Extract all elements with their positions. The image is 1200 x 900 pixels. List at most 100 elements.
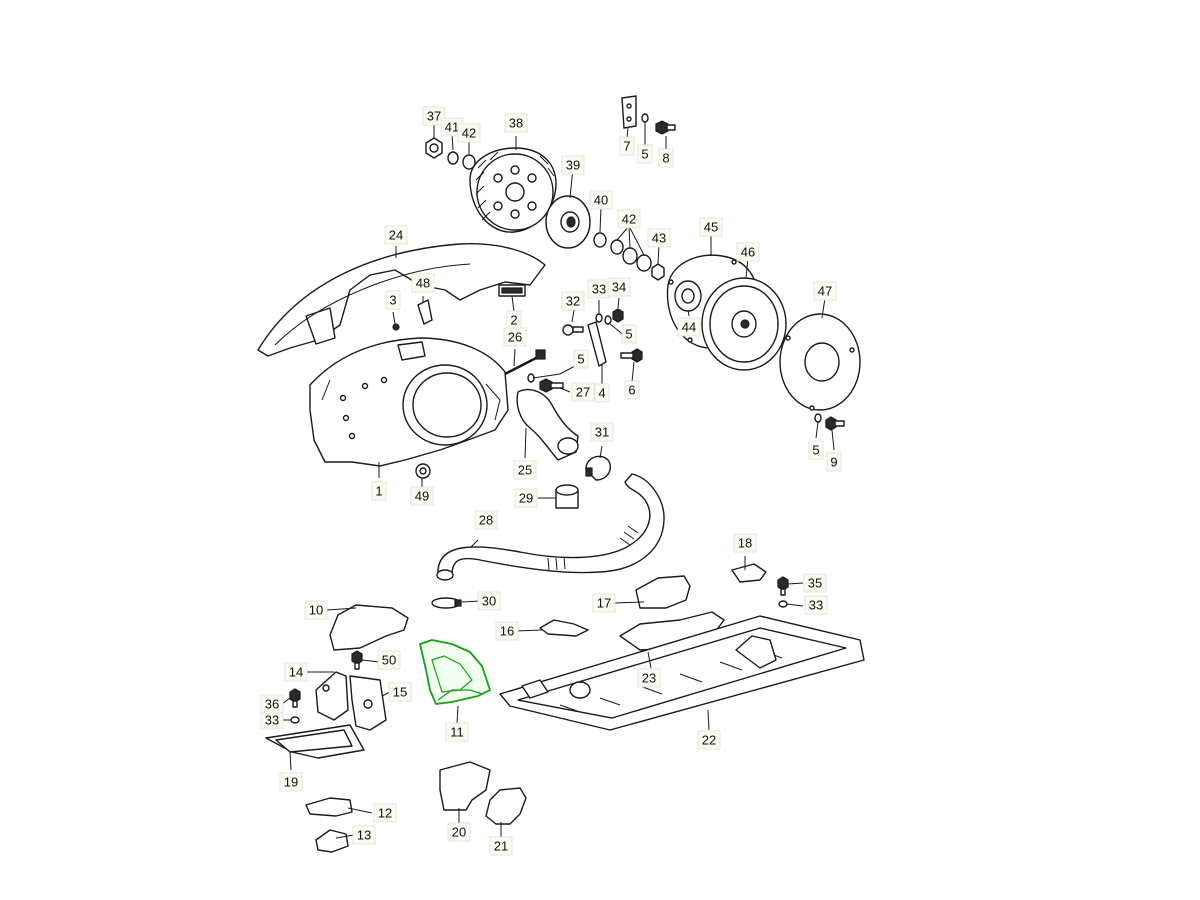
callout-22[interactable]: 22 xyxy=(697,730,721,750)
callout-box xyxy=(637,144,653,164)
callout-42[interactable]: 42 xyxy=(617,209,641,229)
callout-6[interactable]: 6 xyxy=(624,380,640,400)
callout-box xyxy=(457,123,481,143)
callout-18[interactable]: 18 xyxy=(733,533,757,553)
callout-2[interactable]: 2 xyxy=(506,310,522,330)
callout-29[interactable]: 29 xyxy=(514,488,538,508)
callout-11[interactable]: 11 xyxy=(445,722,469,742)
callout-33[interactable]: 33 xyxy=(804,595,828,615)
callout-31[interactable]: 31 xyxy=(590,422,614,442)
callout-50[interactable]: 50 xyxy=(377,650,401,670)
callout-box xyxy=(447,822,471,842)
part-3-screw-icon xyxy=(392,323,400,331)
callout-47[interactable]: 47 xyxy=(813,281,837,301)
callout-number: 5 xyxy=(641,147,648,162)
part-18-bracket-icon xyxy=(731,563,767,583)
callout-number: 4 xyxy=(598,386,605,401)
callout-5[interactable]: 5 xyxy=(621,324,637,344)
callout-36[interactable]: 36 xyxy=(260,694,284,714)
part-11-highlighted-icon[interactable] xyxy=(419,639,491,705)
callout-number: 5 xyxy=(812,443,819,458)
callout-box xyxy=(504,113,528,133)
callout-44[interactable]: 44 xyxy=(677,317,701,337)
part-38-fan-icon xyxy=(469,147,557,233)
callout-labels: 1234555567891011121314151617181920212223… xyxy=(260,106,842,856)
callout-40[interactable]: 40 xyxy=(589,190,613,210)
callout-33[interactable]: 33 xyxy=(260,710,284,730)
callout-5[interactable]: 5 xyxy=(573,349,589,369)
callout-15[interactable]: 15 xyxy=(388,682,412,702)
callout-7[interactable]: 7 xyxy=(619,136,635,156)
callout-number: 30 xyxy=(482,594,496,609)
callout-48[interactable]: 48 xyxy=(411,273,435,293)
callout-30[interactable]: 30 xyxy=(477,591,501,611)
callout-45[interactable]: 45 xyxy=(699,217,723,237)
callout-1[interactable]: 1 xyxy=(371,481,387,501)
callout-13[interactable]: 13 xyxy=(352,825,376,845)
callout-46[interactable]: 46 xyxy=(736,242,760,262)
callout-5[interactable]: 5 xyxy=(808,440,824,460)
callout-24[interactable]: 24 xyxy=(384,225,408,245)
part-5-washer-d-icon xyxy=(814,413,822,423)
callout-box xyxy=(384,225,408,245)
callout-box xyxy=(677,317,701,337)
part-17-bracket-icon xyxy=(635,575,691,609)
callout-8[interactable]: 8 xyxy=(658,148,674,168)
callout-10[interactable]: 10 xyxy=(304,600,328,620)
callout-19[interactable]: 19 xyxy=(279,772,303,792)
callout-number: 39 xyxy=(566,158,580,173)
callout-20[interactable]: 20 xyxy=(447,822,471,842)
part-28-hose-icon xyxy=(436,473,665,581)
callout-39[interactable]: 39 xyxy=(561,155,585,175)
callout-33[interactable]: 33 xyxy=(587,279,611,299)
callout-35[interactable]: 35 xyxy=(803,573,827,593)
callout-26[interactable]: 26 xyxy=(503,327,527,347)
part-50-bolt-icon xyxy=(351,650,363,670)
callout-9[interactable]: 9 xyxy=(826,452,842,472)
callout-number: 22 xyxy=(702,733,716,748)
callout-number: 46 xyxy=(741,245,755,260)
callout-number: 38 xyxy=(509,116,523,131)
callout-23[interactable]: 23 xyxy=(637,668,661,688)
callout-5[interactable]: 5 xyxy=(637,144,653,164)
callout-25[interactable]: 25 xyxy=(513,460,537,480)
part-13-shim-icon xyxy=(315,829,349,853)
callout-box xyxy=(647,228,671,248)
callout-box xyxy=(503,327,527,347)
callout-38[interactable]: 38 xyxy=(504,113,528,133)
callout-43[interactable]: 43 xyxy=(647,228,671,248)
part-33-washer-b-icon xyxy=(290,716,300,724)
callout-17[interactable]: 17 xyxy=(592,593,616,613)
callout-14[interactable]: 14 xyxy=(284,662,308,682)
callout-number: 34 xyxy=(612,280,626,295)
callout-number: 18 xyxy=(738,536,752,551)
callout-32[interactable]: 32 xyxy=(561,291,585,311)
callout-27[interactable]: 27 xyxy=(571,382,595,402)
callout-12[interactable]: 12 xyxy=(373,803,397,823)
callout-box xyxy=(474,510,498,530)
callout-42[interactable]: 42 xyxy=(457,123,481,143)
callout-box xyxy=(637,668,661,688)
callout-number: 8 xyxy=(662,151,669,166)
callout-4[interactable]: 4 xyxy=(594,383,610,403)
part-15-plate-icon xyxy=(349,675,387,731)
callout-28[interactable]: 28 xyxy=(474,510,498,530)
part-6-bolt-icon xyxy=(620,348,643,363)
callout-3[interactable]: 3 xyxy=(385,290,401,310)
callout-number: 41 xyxy=(445,120,459,135)
part-43-nut-icon xyxy=(651,263,665,281)
callout-37[interactable]: 37 xyxy=(422,106,446,126)
part-41-washer-icon xyxy=(447,151,459,165)
callout-box xyxy=(813,281,837,301)
callout-number: 3 xyxy=(389,293,396,308)
callout-box xyxy=(377,650,401,670)
callout-49[interactable]: 49 xyxy=(410,486,434,506)
callout-21[interactable]: 21 xyxy=(489,836,513,856)
callout-box xyxy=(617,209,641,229)
callout-41[interactable]: 41 xyxy=(440,117,464,137)
callout-34[interactable]: 34 xyxy=(607,277,631,297)
callout-16[interactable]: 16 xyxy=(495,621,519,641)
part-44-seal-icon xyxy=(674,280,702,312)
part-5-washer-icon xyxy=(641,113,649,123)
